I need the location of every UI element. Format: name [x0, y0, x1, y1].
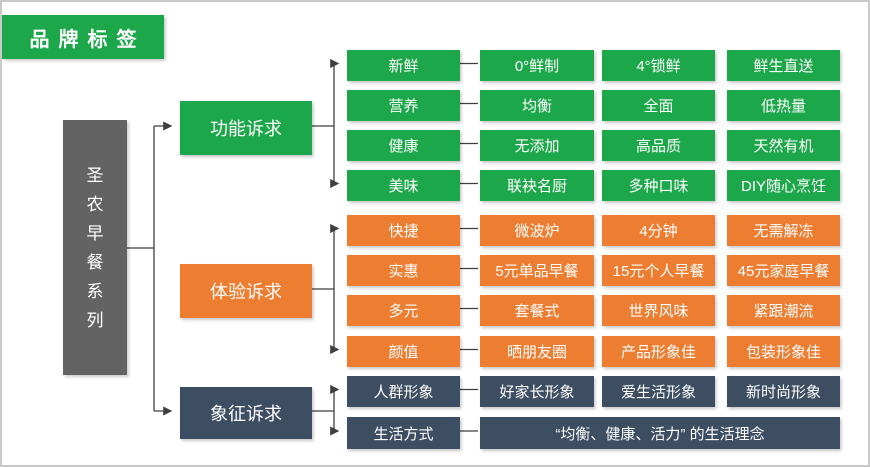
diagram-node: 无添加 [480, 130, 594, 161]
diagram-node: 联袂名厨 [480, 170, 594, 201]
category-symbolic-appeal: 象征诉求 [180, 387, 312, 439]
diagram-node: 低热量 [727, 90, 840, 121]
diagram-node: 无需解冻 [727, 215, 840, 246]
diagram-node: 世界风味 [602, 295, 715, 326]
diagram-node: 全面 [602, 90, 715, 121]
diagram-node: 5元单品早餐 [480, 255, 594, 286]
diagram-node: 实惠 [347, 255, 460, 286]
diagram-node: 微波炉 [480, 215, 594, 246]
diagram-node: 快捷 [347, 215, 460, 246]
diagram-node: 套餐式 [480, 295, 594, 326]
diagram-node: 鲜生直送 [727, 50, 840, 81]
diagram-node: 营养 [347, 90, 460, 121]
diagram-node: 多种口味 [602, 170, 715, 201]
diagram-node: 新时尚形象 [727, 376, 840, 407]
diagram-node: DIY随心烹饪 [727, 170, 840, 201]
diagram-node: 15元个人早餐 [602, 255, 715, 286]
diagram-node: 健康 [347, 130, 460, 161]
diagram-node: 颜值 [347, 336, 460, 367]
diagram-node: 新鲜 [347, 50, 460, 81]
diagram-node: 4分钟 [602, 215, 715, 246]
diagram-node: 45元家庭早餐 [727, 255, 840, 286]
root-node-label: 圣农早餐系列 [86, 165, 104, 330]
diagram-node: 产品形象佳 [602, 336, 715, 367]
diagram-node: 生活方式 [347, 417, 460, 449]
category-experience-appeal: 体验诉求 [180, 264, 312, 318]
diagram-node: 美味 [347, 170, 460, 201]
diagram-node: 天然有机 [727, 130, 840, 161]
root-node: 圣农早餐系列 [63, 120, 127, 375]
diagram-node: 4°锁鲜 [602, 50, 715, 81]
diagram-node: 高品质 [602, 130, 715, 161]
category-functional-appeal: 功能诉求 [180, 101, 312, 155]
diagram-node: 人群形象 [347, 376, 460, 407]
diagram-node-lifestyle-slogan: “均衡、健康、活力” 的生活理念 [480, 417, 840, 449]
diagram-node: 0°鲜制 [480, 50, 594, 81]
diagram-node: 好家长形象 [480, 376, 594, 407]
diagram-node: 包装形象佳 [727, 336, 840, 367]
diagram-node: 晒朋友圈 [480, 336, 594, 367]
diagram-node: 均衡 [480, 90, 594, 121]
diagram-node: 爱生活形象 [602, 376, 715, 407]
brand-label-badge: 品牌标签 [2, 15, 164, 59]
diagram-node: 多元 [347, 295, 460, 326]
diagram-node: 紧跟潮流 [727, 295, 840, 326]
